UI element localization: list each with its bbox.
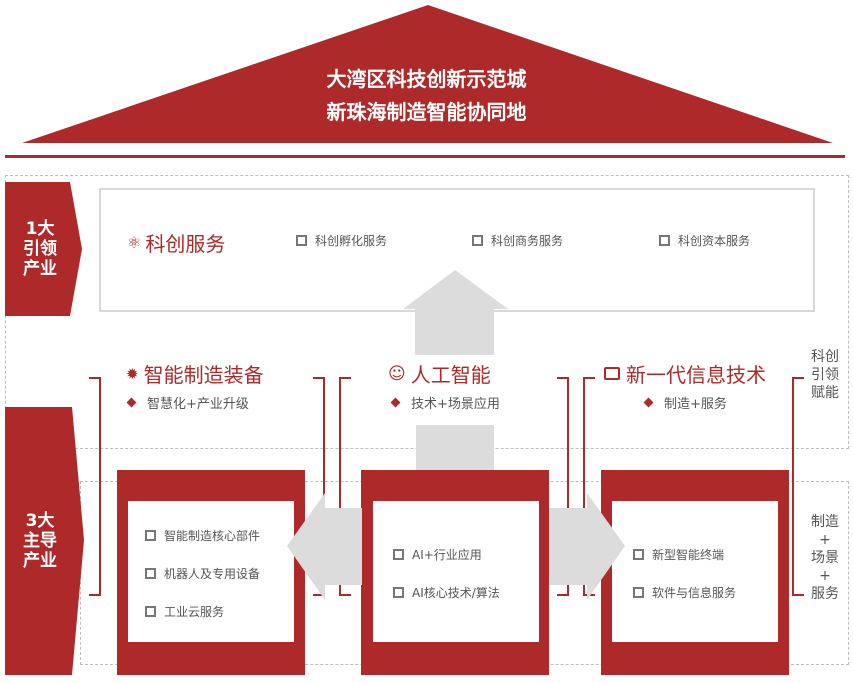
service-item: 科创资本服务 <box>659 232 750 249</box>
tag-main-shape <box>5 407 84 675</box>
brain-head-icon: ☺ <box>388 363 406 384</box>
square-icon <box>145 530 156 541</box>
industry-item: AI+行业应用 <box>393 546 482 563</box>
square-icon <box>633 587 644 598</box>
industry-item: 智能制造核心部件 <box>145 527 260 544</box>
bracket <box>557 377 569 596</box>
square-icon <box>296 235 307 246</box>
industry-sub: 技术+场景应用 <box>390 393 500 412</box>
industry-title: ✹智能制造装备 <box>126 363 264 387</box>
industry-title: ☺人工智能 <box>388 363 491 387</box>
service-item: 科创孵化服务 <box>296 232 387 249</box>
industry-item: 新型智能终端 <box>633 546 724 563</box>
bracket <box>89 377 101 596</box>
gear-icon: ✹ <box>126 364 139 383</box>
monitor-icon <box>604 367 620 380</box>
square-icon <box>472 235 483 246</box>
bracket <box>313 377 325 596</box>
industry-item: AI核心技术/算法 <box>393 584 500 601</box>
left-arrow <box>287 493 362 600</box>
square-icon <box>145 606 156 617</box>
square-icon <box>633 549 644 560</box>
square-icon <box>659 235 670 246</box>
square-icon <box>393 549 404 560</box>
service-title: ⚛科创服务 <box>127 232 226 256</box>
bracket <box>339 377 351 596</box>
roof-title-1: 大湾区科技创新示范城 <box>326 67 527 91</box>
up-arrow-base <box>416 425 494 470</box>
atom-icon: ⚛ <box>127 233 142 252</box>
industry-title: 新一代信息技术 <box>604 359 766 388</box>
industry-inner <box>612 501 778 642</box>
side-label-bottom: 制造+场景+服务 <box>811 514 839 602</box>
roof <box>22 5 833 143</box>
industry-item: 工业云服务 <box>145 603 224 620</box>
industry-item: 机器人及专用设备 <box>145 565 260 582</box>
right-arrow <box>549 493 625 600</box>
industry-inner <box>373 501 539 642</box>
tag-leading: 1大引领产业 <box>23 219 57 279</box>
square-icon <box>393 587 404 598</box>
bracket <box>792 377 804 596</box>
tag-main: 3大主导产业 <box>23 511 57 571</box>
service-item: 科创商务服务 <box>472 232 563 249</box>
industry-item: 软件与信息服务 <box>633 584 736 601</box>
industry-sub: 智慧化+产业升级 <box>126 393 249 412</box>
industry-sub: 制造+服务 <box>643 393 727 412</box>
tag-leading-shape <box>5 182 82 316</box>
roof-title-2: 新珠海制造智能协同地 <box>326 100 527 124</box>
roof-line <box>5 155 845 158</box>
side-label-top: 科创引领赋能 <box>811 349 839 401</box>
up-arrow <box>403 270 508 355</box>
square-icon <box>145 568 156 579</box>
